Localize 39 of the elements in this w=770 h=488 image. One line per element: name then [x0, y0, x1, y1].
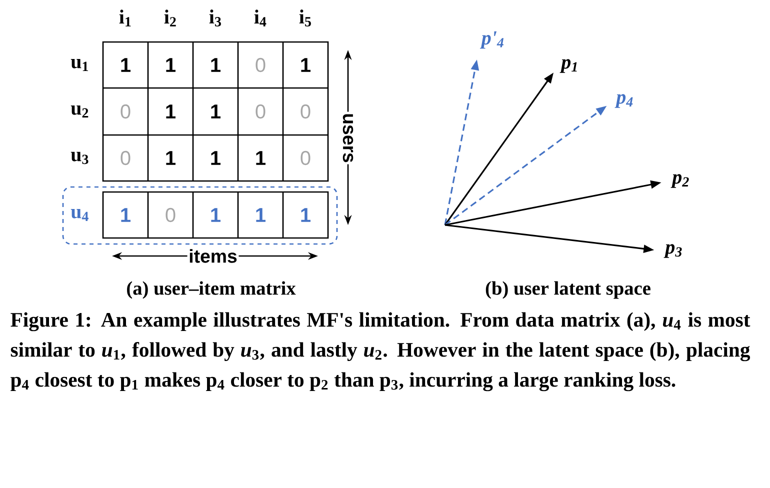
matrix-cell: 1 [166, 151, 176, 165]
vector-label: p$_{4}$ [614, 94, 633, 108]
vector-label: p'$_{4}$ [480, 31, 504, 49]
matrix-cell: 1 [256, 151, 266, 165]
matrix-cell: 0 [120, 150, 130, 166]
row-header: u$_{3}$ [70, 152, 88, 164]
row-header: u$_{1}$ [70, 58, 88, 72]
column-header: i$_{4}$ [254, 10, 266, 26]
axis-label: users [342, 112, 354, 164]
column-header: i$_{1}$ [119, 10, 131, 26]
row-header: u$_{4}$ [70, 208, 88, 222]
matrix-cell: 0 [300, 150, 310, 166]
subfigure-caption: (a) user–item matrix [127, 281, 296, 299]
matrix-cell: 0 [120, 104, 130, 119]
axis-label: items [187, 248, 239, 264]
matrix-cell: 1 [301, 58, 310, 72]
matrix-cell: 1 [211, 58, 220, 72]
matrix-cell: 1 [211, 104, 220, 118]
figure-caption: Figure 1: An example illustrates MF's limitation. From data matrix (a), u$_{4}$ is most similar to u$_{1}$, followed by u$_{3}$, and lastly u$_{2}$. However in the latent space (b), placing p$_{4}$ closest to p$_{1}$ makes p$_{4}$ closer to p$_{2}$ than p$_{3}$, incurring a large ranking loss. [10, 312, 750, 392]
matrix-cell: 0 [166, 208, 176, 222]
vector-label: p$_{3}$ [664, 244, 682, 258]
row-header: u$_{2}$ [70, 105, 88, 118]
column-header: i$_{2}$ [164, 10, 176, 26]
matrix-cell: 1 [121, 58, 130, 72]
column-header: i$_{3}$ [209, 10, 221, 26]
matrix-cell: 0 [300, 104, 310, 119]
matrix-cell: 1 [301, 208, 310, 222]
matrix-cell: 0 [256, 58, 266, 72]
vector-label: p$_{2}$ [670, 174, 689, 188]
matrix-cell: 0 [256, 104, 266, 119]
matrix-cell: 1 [166, 104, 176, 118]
matrix-cell: 1 [211, 208, 220, 222]
column-header: i$_{5}$ [299, 10, 311, 26]
matrix-cell: 1 [256, 208, 266, 222]
matrix-cell: 1 [166, 58, 176, 72]
vector-label: p$_{1}$ [560, 59, 577, 73]
subfigure-caption: (b) user latent space [486, 281, 650, 299]
matrix-cell: 1 [121, 208, 130, 222]
matrix-cell: 1 [211, 151, 220, 165]
